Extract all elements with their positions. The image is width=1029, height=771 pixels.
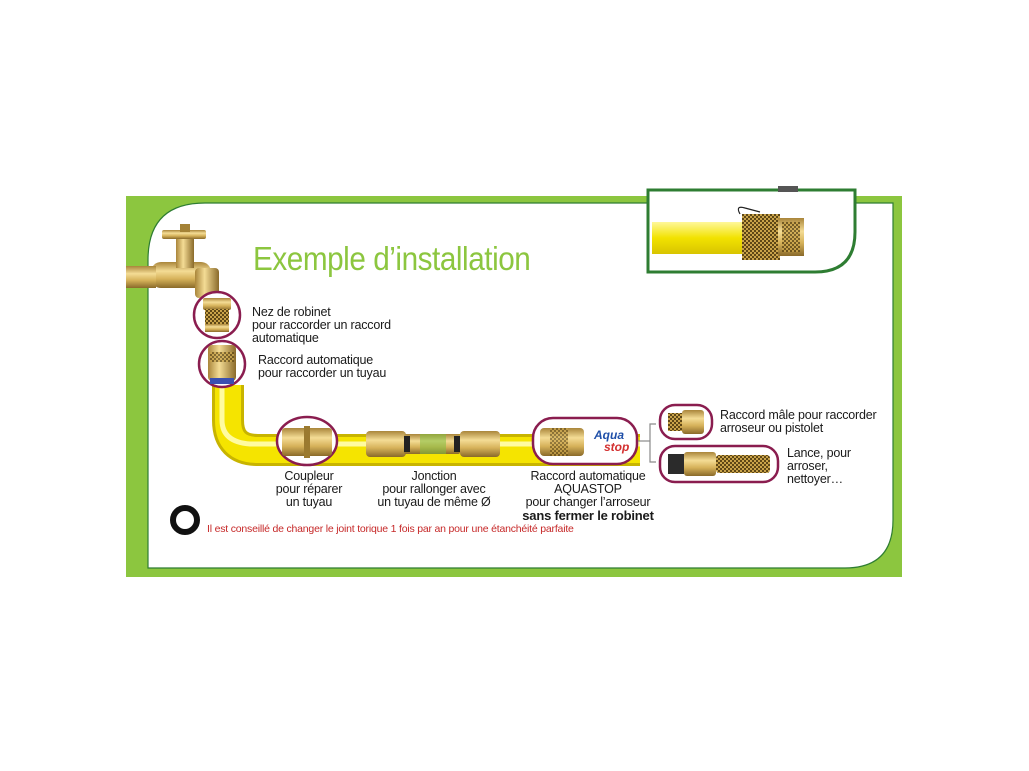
label-tap-nose: Nez de robinet pour raccorder un raccord…	[252, 305, 391, 345]
aquastop-logo: Aqua stop	[590, 428, 636, 456]
inset-hose-closeup	[646, 186, 857, 274]
junction-fitting	[366, 431, 500, 457]
bracket-connector	[638, 423, 656, 463]
diagram-title: Exemple d’installation	[253, 240, 531, 277]
hose-main	[212, 385, 640, 466]
label-auto-connector: Raccord automatique pour raccorder un tu…	[258, 353, 387, 380]
aquastop-fitting	[531, 416, 639, 466]
tap-faucet	[126, 224, 219, 298]
lance-fitting	[658, 444, 780, 484]
o-ring-note: Il est conseillé de changer le joint tor…	[207, 523, 574, 535]
label-male-connector: Raccord mâle pour raccorder arroseur ou …	[720, 408, 877, 435]
inner-outline	[147, 202, 894, 569]
coupler-fitting	[275, 415, 339, 467]
label-junction: Jonction pour rallonger avec un tuyau de…	[377, 469, 491, 509]
aquastop-logo-bottom: stop	[604, 440, 630, 454]
label-lance: Lance, pour arroser, nettoyer…	[787, 446, 851, 486]
auto-connector-fitting	[197, 339, 247, 389]
label-aquastop-emphasis: sans fermer le robinet	[522, 508, 654, 523]
label-aquastop: Raccord automatique AQUASTOP pour change…	[513, 470, 663, 523]
o-ring	[170, 505, 200, 535]
tap-nose-fitting	[192, 290, 242, 340]
aquastop-logo-top: Aqua	[594, 428, 624, 442]
label-coupler: Coupleur pour réparer un tuyau	[275, 469, 343, 509]
male-connector-fitting	[658, 403, 714, 441]
